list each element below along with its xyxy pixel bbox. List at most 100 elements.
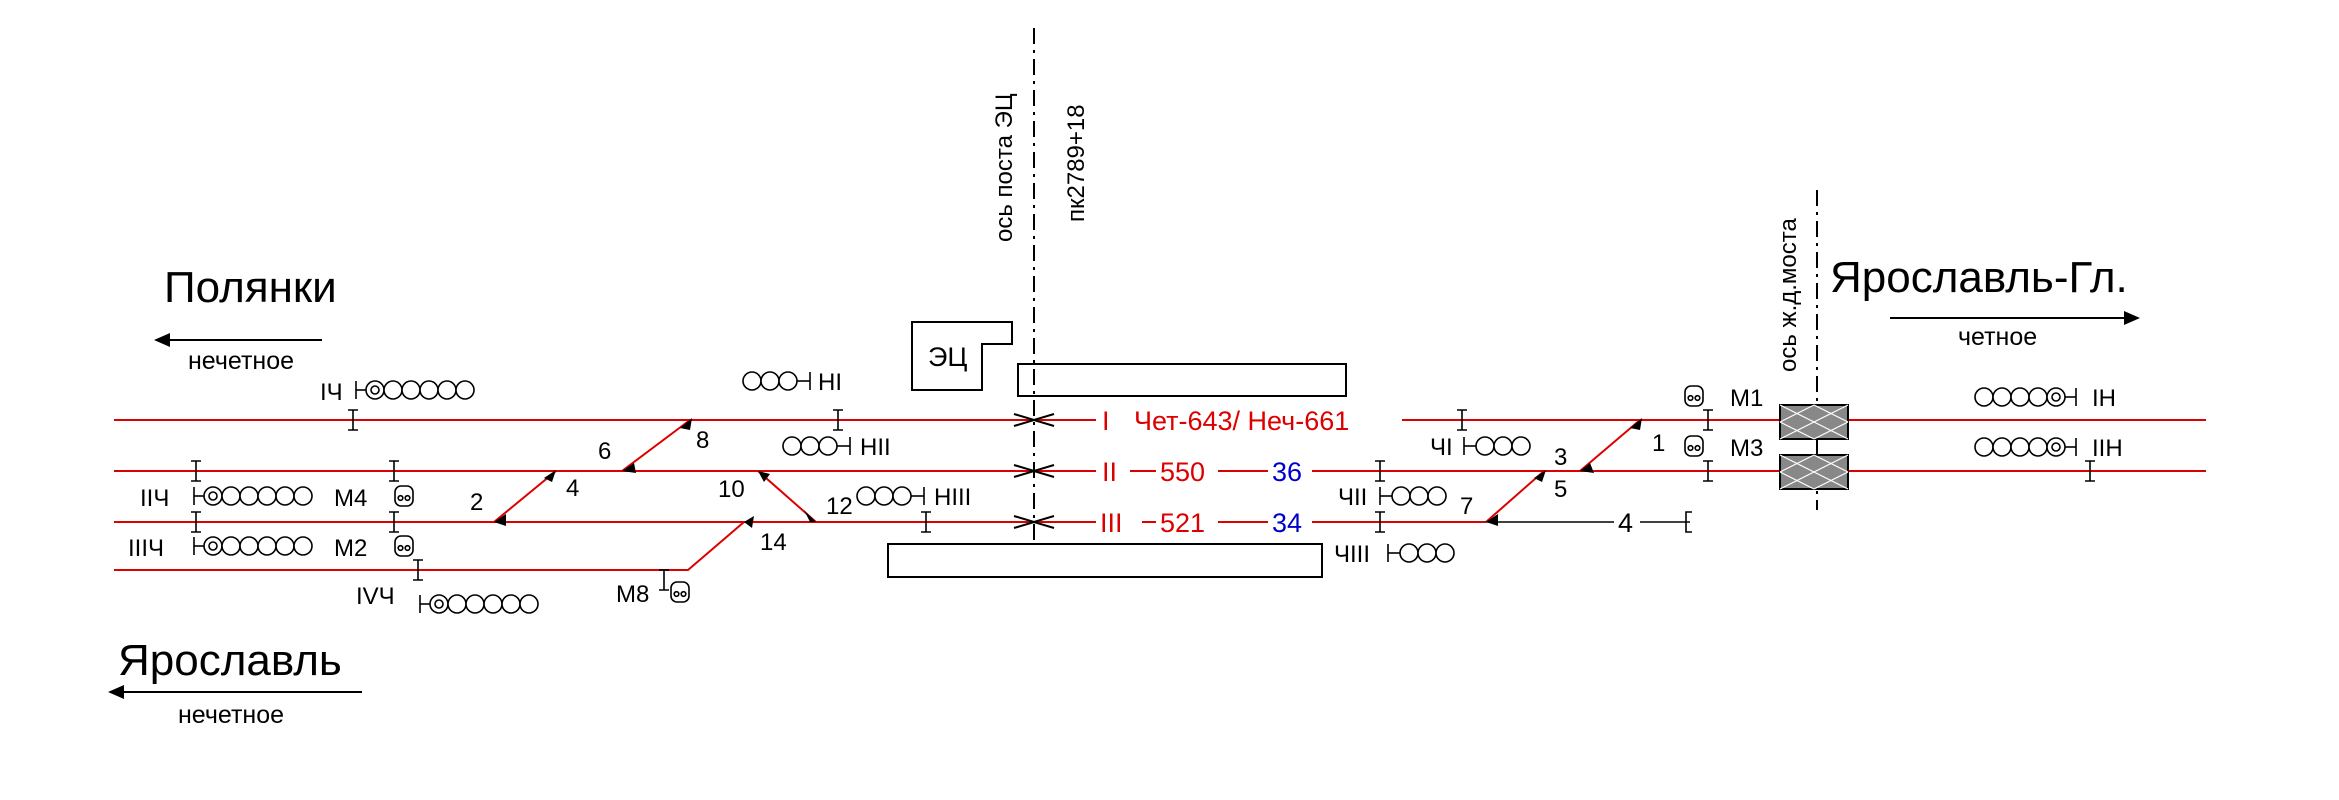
track-1-number: I xyxy=(1102,406,1110,436)
track-2-capacity-bg xyxy=(1268,456,1312,486)
signal-lamp-icon xyxy=(1974,387,1994,407)
track-2-label: II 550 36 xyxy=(1096,456,1312,487)
track-4 xyxy=(114,521,745,571)
signal-lamp-icon xyxy=(1992,437,2012,457)
switch-8-marker xyxy=(680,418,692,430)
signal-lamp-icon xyxy=(800,436,820,456)
insulating-joints xyxy=(191,409,2095,591)
crossover-2-4 xyxy=(493,470,557,523)
track-1-designation: Чет-643/ Неч-661 xyxy=(1134,406,1349,436)
track-3-length-bg xyxy=(1156,507,1218,537)
switch-3-number: 3 xyxy=(1554,444,1567,471)
signal-lamp-icon xyxy=(519,594,539,614)
joint-6 xyxy=(413,559,423,581)
direction-polyanki-note: нечетное xyxy=(188,347,294,375)
signal-niii-label: НIII xyxy=(934,484,971,511)
joint-9 xyxy=(921,511,931,533)
signal-lamp-icon xyxy=(1409,486,1429,506)
signal-in: IН xyxy=(1974,385,2116,412)
joint-8 xyxy=(833,409,843,431)
signal-lamp-icon xyxy=(2028,387,2048,407)
signal-lamp-icon xyxy=(293,536,313,556)
signal-m8: М8 xyxy=(616,581,690,608)
joint-4 xyxy=(389,460,399,482)
joint-15 xyxy=(2085,460,2095,482)
signal-nii-label: НII xyxy=(860,434,891,461)
signal-iin: IIН xyxy=(1974,435,2123,462)
signal-lamp-icon xyxy=(742,371,762,391)
arrow-left-icon-head xyxy=(154,333,170,347)
signal-lamp-icon xyxy=(1475,436,1495,456)
direction-yaroslavl-gl-note: четное xyxy=(1958,323,2037,351)
signal-lamp-icon xyxy=(1391,486,1411,506)
joint-12 xyxy=(1375,511,1385,533)
signal-lamp-icon xyxy=(239,486,259,506)
signal-lamp-icon xyxy=(1417,543,1437,563)
signal-chi: ЧI xyxy=(1430,434,1531,461)
direction-yaroslavl-gl: Ярославль-Гл. четное xyxy=(1830,253,2140,351)
switch-4-number: 4 xyxy=(566,475,579,502)
signal-m1: М1 xyxy=(1684,385,1763,412)
bridge-axis: ось ж.д.моста xyxy=(1775,190,1818,510)
switch-2-number: 2 xyxy=(470,489,483,516)
signal-lamp-icon xyxy=(437,380,457,400)
post-axis-label: ось поста ЭЦ xyxy=(991,93,1018,242)
crossover-6-8 xyxy=(621,419,691,472)
joint-10 xyxy=(1457,409,1467,431)
signal-lamp-icon xyxy=(2010,387,2030,407)
signal-lamp-icon xyxy=(1435,543,1455,563)
shunt-signal-icon xyxy=(1684,385,1704,407)
signal-lamp-icon xyxy=(275,536,295,556)
switch-7-number: 7 xyxy=(1460,493,1473,520)
signal-lamp-icon xyxy=(1992,387,2012,407)
switch-5-number: 5 xyxy=(1554,476,1567,503)
signal-lamp-icon xyxy=(208,541,218,551)
joint-3 xyxy=(191,511,201,533)
signal-m3-label: М3 xyxy=(1730,435,1763,462)
signal-lamp-icon xyxy=(892,486,912,506)
signal-lamp-icon xyxy=(275,486,295,506)
platform-lower xyxy=(887,543,1323,578)
post-axis-crossings xyxy=(1013,413,1055,529)
direction-polyanki-name: Полянки xyxy=(164,263,337,312)
signal-ivch: IVЧ xyxy=(356,583,539,614)
signal-iich: IIЧ xyxy=(140,485,313,512)
signal-chiii: ЧIII xyxy=(1334,541,1455,568)
switch-6-number: 6 xyxy=(598,438,611,465)
direction-polyanki: Полянки нечетное xyxy=(154,263,337,375)
signal-lamp-icon xyxy=(760,371,780,391)
signal-lamp-icon xyxy=(221,536,241,556)
ec-building-outline xyxy=(911,321,1013,391)
signal-ni-label: НI xyxy=(818,369,842,396)
joint-1 xyxy=(348,409,358,431)
signal-m3: М3 xyxy=(1684,435,1763,462)
signal-lamp-icon xyxy=(401,380,421,400)
switch-10-number: 10 xyxy=(718,476,745,503)
signal-lamp-icon xyxy=(2010,437,2030,457)
switch-5-marker xyxy=(1534,470,1546,482)
signal-chiii-label: ЧIII xyxy=(1334,541,1370,568)
signal-lamp-icon xyxy=(782,436,802,456)
track-4-stub-bg xyxy=(1614,508,1640,536)
switch-2-marker xyxy=(494,514,506,526)
crossover-5-7 xyxy=(1485,470,1545,523)
joint-7 xyxy=(659,569,669,591)
signal-lamp-icon xyxy=(447,594,467,614)
switch-12-number: 12 xyxy=(826,493,853,520)
signal-lamp-icon xyxy=(434,599,444,609)
signal-ivch-label: IVЧ xyxy=(356,583,395,610)
track-3-number-bg xyxy=(1096,507,1142,537)
joint-2 xyxy=(191,460,201,482)
direction-yaroslavl-name: Ярославль xyxy=(118,636,342,685)
signal-iin-label: IIН xyxy=(2092,435,2123,462)
switch-1-number: 1 xyxy=(1652,430,1665,457)
signal-nii: НII xyxy=(782,434,891,461)
switch-12-marker xyxy=(804,510,816,522)
switch-8-number: 8 xyxy=(696,427,709,454)
joint-5 xyxy=(389,511,399,533)
track-1-label-bg xyxy=(1096,404,1402,436)
switch-14-marker xyxy=(744,516,754,528)
signal-chii-label: ЧII xyxy=(1338,484,1367,511)
bridge xyxy=(1779,404,1849,490)
signal-m1-label: М1 xyxy=(1730,385,1763,412)
